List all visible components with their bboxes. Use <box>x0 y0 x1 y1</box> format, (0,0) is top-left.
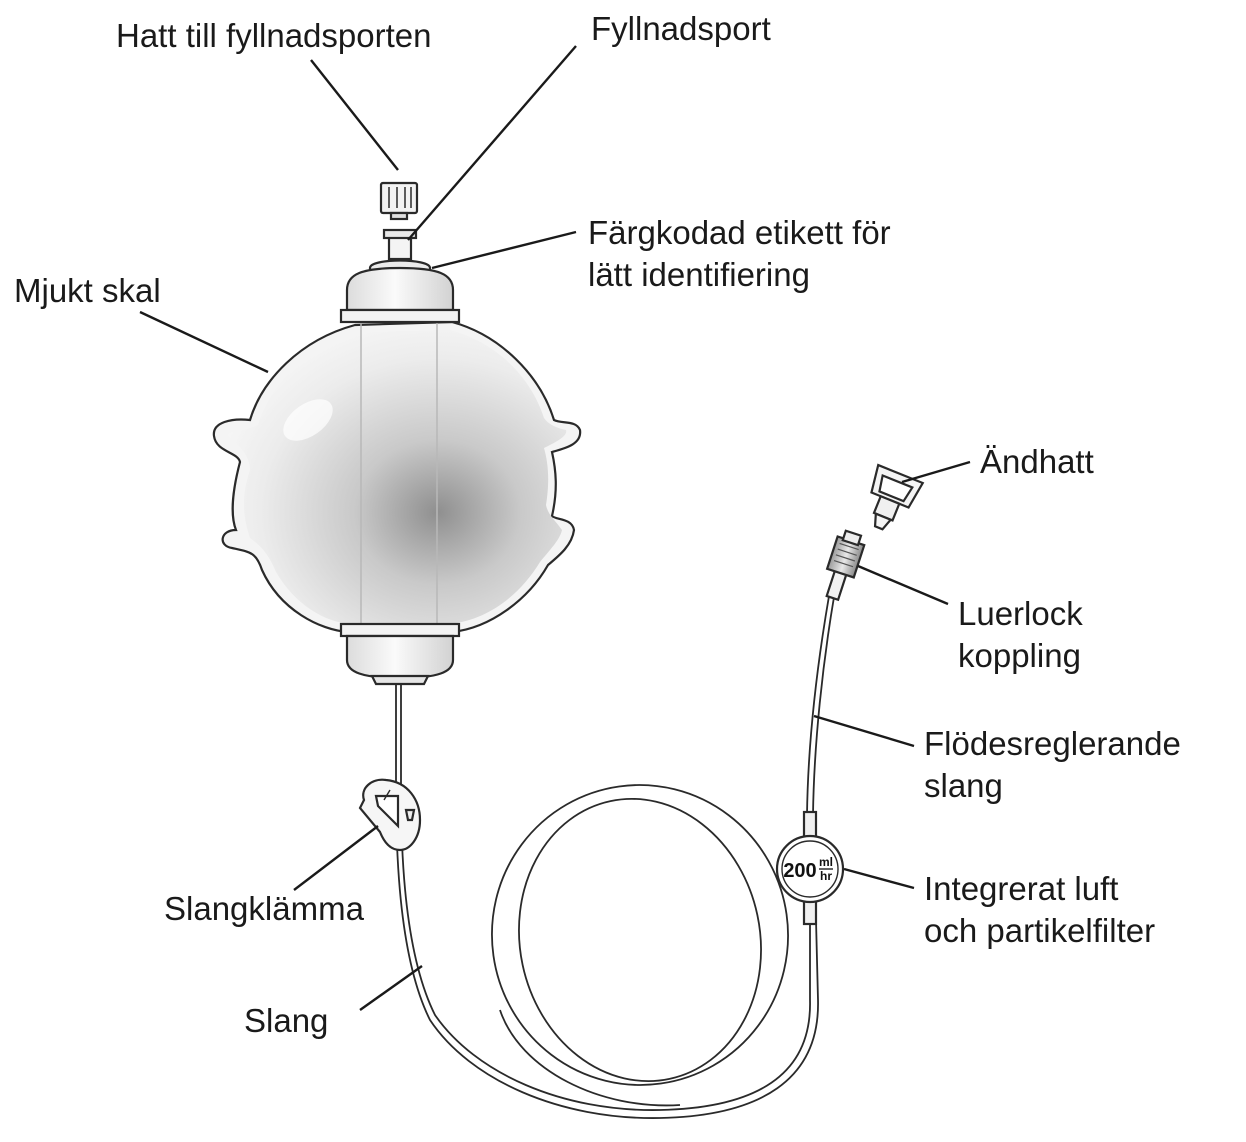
leader-fill-port-cap <box>310 59 399 171</box>
leader-clamp <box>293 825 379 891</box>
label-end-cap: Ändhatt <box>980 443 1094 480</box>
label-clamp: Slangklämma <box>164 890 365 927</box>
slide-clamp <box>358 778 422 852</box>
label-color-label-line2: lätt identifiering <box>588 256 810 293</box>
bottom-cap <box>339 622 461 686</box>
fill-port <box>382 228 418 261</box>
leader-soft-shell <box>139 310 269 374</box>
leader-fill-port <box>407 45 577 241</box>
leader-luer-lock <box>857 564 949 606</box>
label-luer-line2: koppling <box>958 637 1081 674</box>
filter-unit-bottom: hr <box>820 869 832 883</box>
leader-tubing <box>359 965 423 1011</box>
tubing <box>395 680 819 1119</box>
leader-end-cap <box>901 460 971 484</box>
label-fill-port-cap: Hatt till fyllnadsporten <box>116 17 431 54</box>
label-fill-port: Fyllnadsport <box>591 10 771 47</box>
label-tubing: Slang <box>244 1002 328 1039</box>
label-color-label-line1: Färgkodad etikett för <box>588 214 891 251</box>
luer-lock-connector <box>825 529 866 602</box>
leader-flow-tube <box>813 714 915 748</box>
end-cap <box>870 463 925 531</box>
label-luer-line1: Luerlock <box>958 595 1083 632</box>
filter-unit-top: ml <box>819 855 833 869</box>
tubing-coil <box>491 784 789 1107</box>
leader-filter <box>843 867 915 890</box>
fill-port-cap <box>379 181 419 221</box>
label-filter-line2: och partikelfilter <box>924 912 1155 949</box>
filter-rate: 200 <box>783 860 816 882</box>
label-filter-line1: Integrerat luft <box>924 870 1118 907</box>
integrated-filter <box>775 810 845 926</box>
flow-restrictor-tubing <box>806 595 835 816</box>
soft-shell <box>212 320 582 634</box>
label-flow-tube-line1: Flödesreglerande <box>924 725 1181 762</box>
label-flow-tube-line2: slang <box>924 767 1003 804</box>
label-soft-shell: Mjukt skal <box>14 272 161 309</box>
top-cap <box>339 259 461 324</box>
leader-color-label <box>431 230 577 270</box>
